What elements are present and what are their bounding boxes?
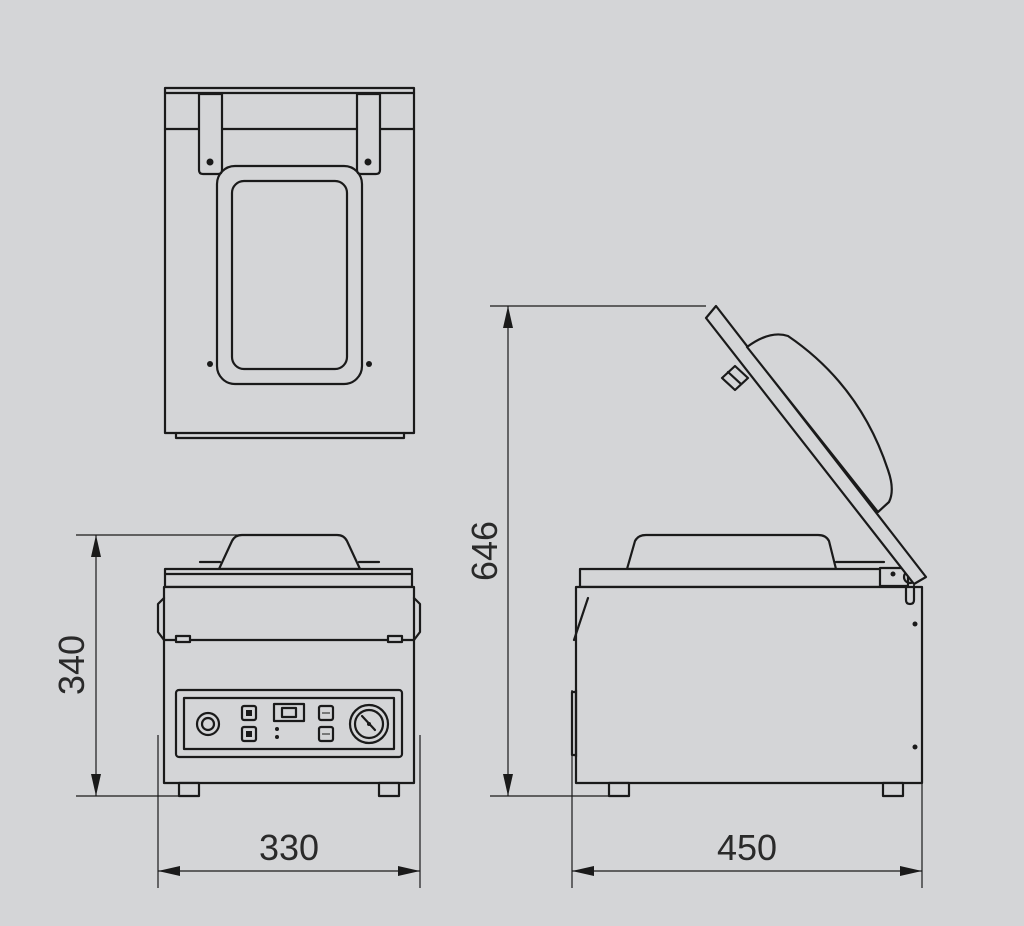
foot-right (377, 781, 401, 798)
panel-button-1 (240, 704, 258, 722)
open-lid (704, 304, 928, 586)
side-foot-right (881, 781, 905, 798)
control-panel (174, 688, 404, 759)
panel-button-3 (317, 704, 335, 722)
dimension-label-height-open: 646 (464, 521, 505, 581)
panel-button-4 (317, 725, 335, 743)
dimension-width-front: 330 (157, 735, 421, 888)
lid-dome (217, 533, 362, 571)
foot-left (177, 781, 201, 798)
dimension-depth-side: 450 (571, 690, 923, 888)
power-switch-icon (195, 711, 221, 737)
front-view (156, 533, 422, 798)
side-machine-body (574, 585, 924, 785)
dimension-label-width: 330 (259, 827, 319, 868)
lid-handle-knob (720, 364, 750, 392)
panel-display (272, 702, 306, 723)
side-lid-dome (625, 533, 838, 571)
side-view (570, 304, 928, 798)
side-foot-left (607, 781, 631, 798)
dimension-height-closed: 340 (51, 534, 240, 797)
top-view (163, 86, 416, 440)
lid-window-frame (215, 164, 364, 386)
dimension-label-depth: 450 (717, 827, 777, 868)
vacuum-gauge-icon (348, 703, 390, 745)
hinge-strap-right (355, 92, 382, 176)
dimension-label-height-closed: 340 (51, 635, 92, 695)
dimension-height-open: 646 (464, 305, 706, 797)
panel-button-2 (240, 725, 258, 743)
hinge-strap-left (197, 92, 224, 176)
lid-window (230, 179, 349, 371)
